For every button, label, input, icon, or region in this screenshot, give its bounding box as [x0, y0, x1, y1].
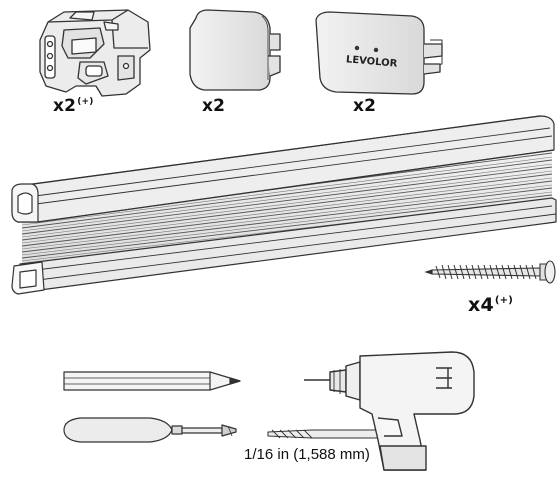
screwdriver-icon [63, 417, 237, 443]
screw-quantity-note: (+) [494, 295, 514, 306]
end-cap-plain-quantity-value: x2 [202, 96, 226, 116]
power-drill-icon [304, 351, 475, 471]
end-cap-branded-quantity-value: x2 [353, 96, 377, 116]
drill-bit-size-label: 1/16 in (1,588 mm) [244, 446, 370, 463]
screw-illustration [424, 260, 556, 284]
bracket-quantity-value: x2 [53, 96, 77, 116]
screw-quantity: x4(+) [468, 294, 513, 316]
brand-logo: LEVOLOR [345, 54, 398, 69]
pencil-icon [63, 371, 241, 391]
end-cap-branded-quantity: x2 [353, 96, 376, 116]
mounting-bracket-illustration [39, 9, 151, 97]
end-cap-branded-illustration: LEVOLOR [315, 11, 443, 95]
end-cap-plain-quantity: x2 [202, 96, 225, 116]
bracket-quantity: x2(+) [53, 96, 94, 116]
drill-bit-icon [267, 429, 381, 439]
end-cap-plain-illustration [189, 9, 281, 91]
pleated-shade-illustration [11, 115, 557, 295]
screw-quantity-value: x4 [468, 294, 494, 316]
bracket-quantity-note: (+) [77, 97, 94, 107]
